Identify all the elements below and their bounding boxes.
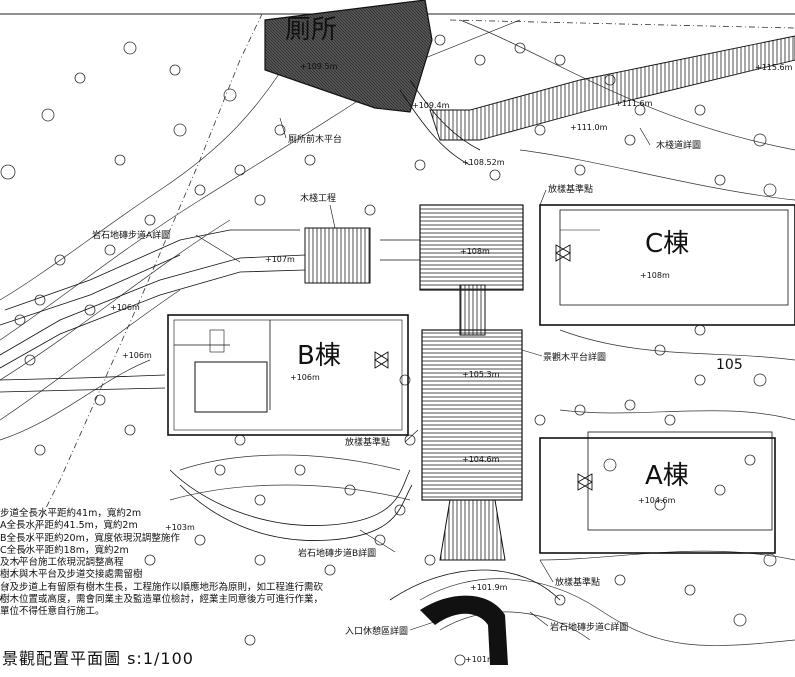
wood-stair-detail-label: 木棧道詳圖 xyxy=(656,139,701,151)
elevation-marker: +105.3m xyxy=(462,370,500,379)
contour-105-label: 105 xyxy=(716,357,743,373)
elevation-marker: +101m xyxy=(465,655,495,664)
restroom-label: 厠所 xyxy=(285,15,337,45)
elevation-marker: +106m xyxy=(122,351,152,360)
door-symbols xyxy=(374,244,593,491)
elevation-marker: +109.5m xyxy=(300,62,338,71)
rock-paths xyxy=(0,229,420,541)
note-line: 台及步道上有留原有樹木生長，工程施作以順應地形為原則，如工程進行需砍 xyxy=(0,581,324,593)
drawing-title: 景觀配置平面圖 s:1/100 xyxy=(2,649,194,668)
elevation-marker: +103m xyxy=(165,523,195,532)
note-line: 單位不得任意自行施工。 xyxy=(0,606,105,618)
central-decks xyxy=(304,204,524,561)
wood-stairway xyxy=(399,35,795,166)
note-line: C全長水平距約18m，寬約2m xyxy=(0,544,129,556)
elevation-marker: +106m xyxy=(290,373,320,382)
c-building-label: C棟 xyxy=(645,229,689,259)
restroom-deck-label: 厠所前木平台 xyxy=(288,133,342,145)
elevation-marker: +106m xyxy=(110,303,140,312)
deck-detail-label: 景觀木平台詳圖 xyxy=(543,351,606,363)
elevation-markers: +109.5m +109.4m +111.0m +111.6m +115.6m … xyxy=(110,62,793,664)
entrance-bench xyxy=(420,595,508,665)
note-line: 樹木位置或高度，需會同業主及監造單位檢討，經業主同意後方可進行作業， xyxy=(0,594,324,606)
elevation-marker: +108.52m xyxy=(462,158,505,167)
wood-bridge-label: 木棧工程 xyxy=(300,192,336,204)
elevation-marker: +107m xyxy=(265,255,295,264)
b-building-label: B棟 xyxy=(297,341,341,371)
restroom-building: 厠所 xyxy=(264,0,433,113)
note-line: 步道全長水平距約41m，寬約2m xyxy=(0,508,142,519)
elevation-marker: +109.4m xyxy=(412,101,450,110)
rock-path-b-label: 岩石地磚步道B詳圖 xyxy=(298,547,376,559)
rock-path-a-label: 岩石地磚步道A詳圖 xyxy=(92,229,170,241)
leader-lines xyxy=(195,117,651,631)
elevation-marker: +108m xyxy=(460,247,490,256)
entrance-detail-label: 入口休憩區詳圖 xyxy=(345,625,408,637)
rock-path-c-label: 岩石地磚步道C詳圖 xyxy=(550,621,628,633)
a-building: A棟 xyxy=(539,431,776,554)
b-building: B棟 xyxy=(167,314,409,436)
note-line: A全長水平距約41.5m，寬約2m xyxy=(0,520,138,532)
elevation-marker: +111.0m xyxy=(570,123,608,132)
benchmark-label-bottom: 放樣基準點 xyxy=(555,576,600,588)
note-line: 及木平台施工依現況調整高程 xyxy=(0,557,124,569)
benchmark-label-top: 放樣基準點 xyxy=(548,183,593,195)
elevation-marker: +104.6m xyxy=(462,455,500,464)
note-line: B全長水平距約20m，寬度依現況調整施作 xyxy=(0,532,180,544)
a-building-label: A棟 xyxy=(645,461,689,491)
elevation-marker: +101.9m xyxy=(470,583,508,592)
elevation-marker: +111.6m xyxy=(615,99,653,108)
elevation-marker: +104.6m xyxy=(638,496,676,505)
elevation-marker: +115.6m xyxy=(755,63,793,72)
benchmark-label-mid: 放樣基準點 xyxy=(345,436,390,448)
elevation-marker: +108m xyxy=(640,271,670,280)
construction-notes: 步道全長水平距約41m，寬約2m A全長水平距約41.5m，寬約2m B全長水平… xyxy=(0,508,323,619)
c-building: C棟 xyxy=(539,204,795,326)
note-line: 樹木與木平台及步道交接處需留樹 xyxy=(0,569,143,581)
